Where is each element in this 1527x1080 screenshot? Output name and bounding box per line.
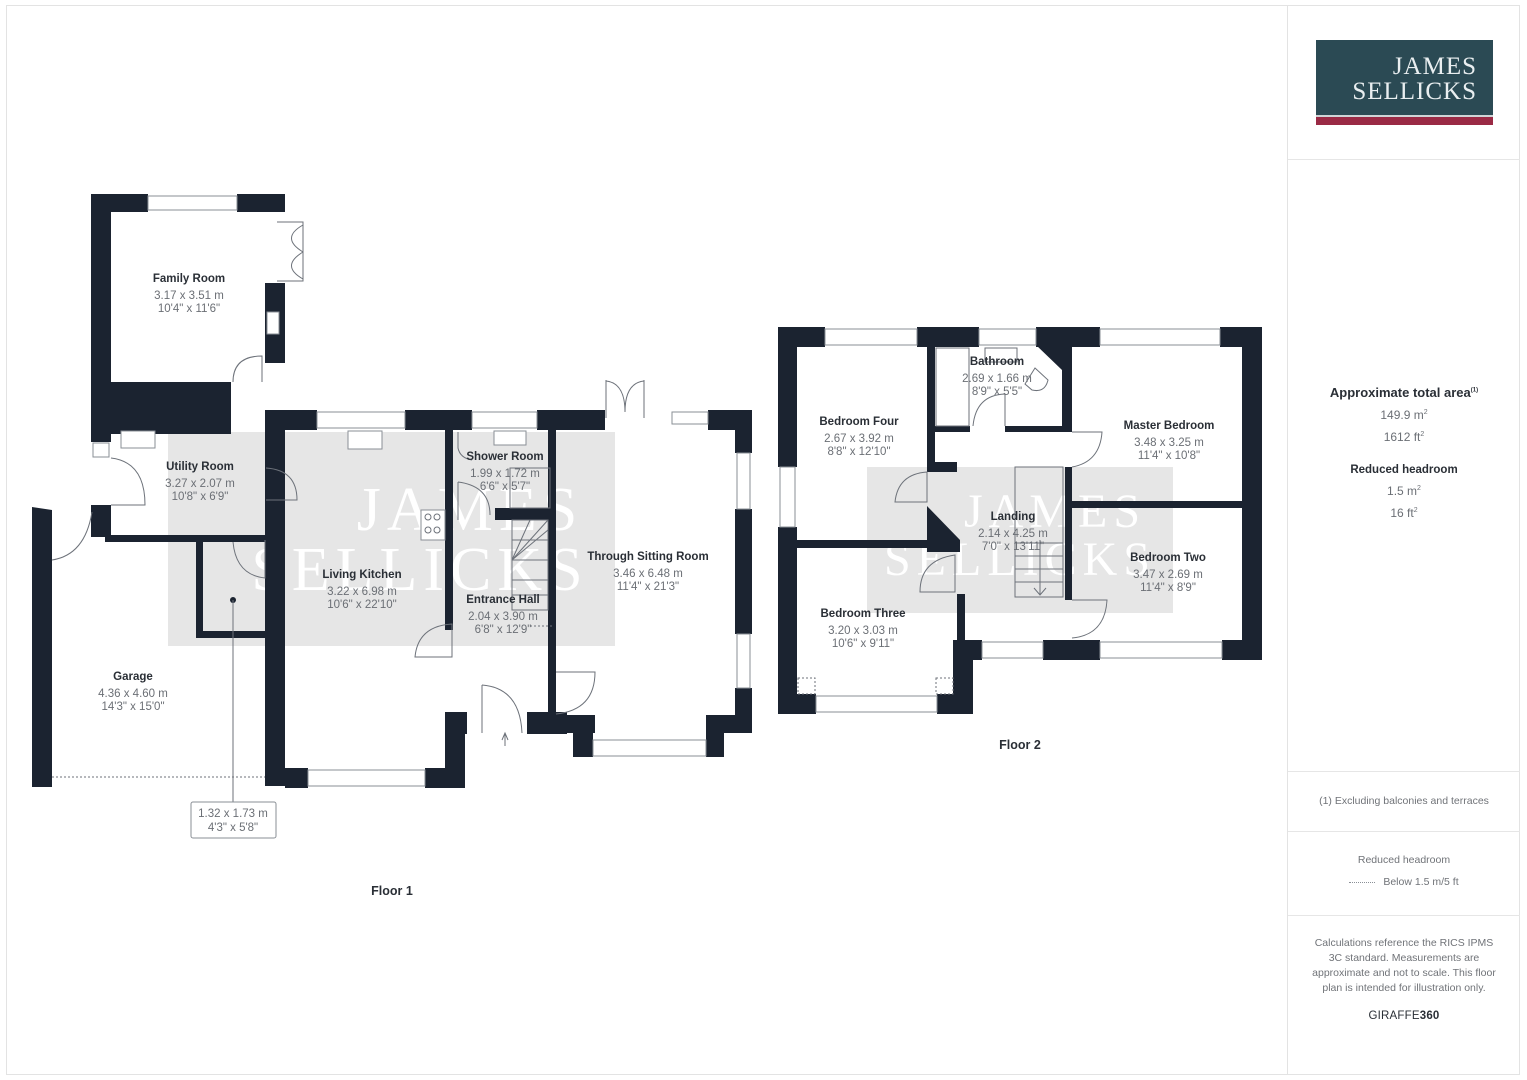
svg-text:2.04 x 3.90 m: 2.04 x 3.90 m (468, 611, 538, 623)
james-sellicks-logo: JAMES SELLICKS (1316, 40, 1493, 125)
room-utility-room: Utility Room 3.27 x 2.07 m 10'8" x 6'9" (165, 461, 235, 503)
svg-text:Landing: Landing (991, 511, 1036, 523)
floor-1-label: Floor 1 (371, 884, 413, 898)
svg-text:Master Bedroom: Master Bedroom (1124, 420, 1215, 432)
room-bedroom-four: Bedroom Four 2.67 x 3.92 m 8'8" x 12'10" (819, 416, 899, 458)
svg-text:Family Room: Family Room (153, 273, 225, 285)
logo-accent-bar (1316, 117, 1493, 125)
floor-1-labels: Family Room 3.17 x 3.51 m 10'4" x 11'6" … (98, 273, 709, 898)
giraffe360-brand: GIRAFFE360 (1368, 1010, 1440, 1022)
svg-text:4.36 x 4.60 m: 4.36 x 4.60 m (98, 688, 168, 700)
svg-text:Bedroom Two: Bedroom Two (1130, 552, 1206, 564)
svg-text:4'3" x 5'8": 4'3" x 5'8" (208, 822, 258, 834)
logo-line-1: JAMES (1392, 53, 1477, 80)
svg-text:Utility Room: Utility Room (166, 461, 234, 473)
total-area-title: Approximate total area(1) (1329, 385, 1479, 400)
svg-text:JAMES: JAMES (964, 485, 1146, 538)
legend-item: Below 1.5 m/5 ft (1288, 875, 1520, 890)
legend-section: Reduced headroom Below 1.5 m/5 ft (1288, 832, 1520, 916)
floor-1-fixtures (51, 195, 751, 802)
svg-text:10'8" x 6'9": 10'8" x 6'9" (172, 491, 229, 503)
svg-text:6'6" x 5'7": 6'6" x 5'7" (480, 481, 530, 493)
svg-text:10'6" x 9'11": 10'6" x 9'11" (832, 638, 894, 650)
info-sidebar: JAMES SELLICKS Approximate total area(1)… (1287, 5, 1520, 1075)
svg-text:Shower Room: Shower Room (466, 451, 543, 463)
room-living-kitchen: Living Kitchen 3.22 x 6.98 m 10'6" x 22'… (322, 569, 401, 611)
svg-text:Living Kitchen: Living Kitchen (322, 569, 401, 581)
svg-text:11'4" x 8'9": 11'4" x 8'9" (1140, 582, 1196, 594)
legend-title: Reduced headroom (1357, 854, 1451, 866)
floor-1-walls (32, 194, 752, 788)
svg-text:Garage: Garage (113, 671, 153, 683)
floor-2-fixtures (779, 328, 1223, 713)
svg-text:Through Sitting Room: Through Sitting Room (587, 551, 708, 563)
area-section: Approximate total area(1) 149.9 m2 1612 … (1288, 160, 1520, 772)
svg-text:Bathroom: Bathroom (970, 356, 1024, 368)
floor-2-labels: Bedroom Four 2.67 x 3.92 m 8'8" x 12'10"… (819, 356, 1214, 752)
reduced-headroom-m2: 1.5 m2 (1387, 484, 1421, 498)
svg-text:11'4" x 10'8": 11'4" x 10'8" (1138, 450, 1200, 462)
svg-text:3.17 x 3.51 m: 3.17 x 3.51 m (154, 290, 224, 302)
watermark-floor-2: JAMES SELLICKS (867, 467, 1173, 613)
svg-text:3.46 x 6.48 m: 3.46 x 6.48 m (613, 568, 683, 580)
reduced-headroom-title: Reduced headroom (1350, 464, 1458, 476)
svg-text:1.99 x 1.72 m: 1.99 x 1.72 m (470, 468, 540, 480)
room-through-sitting-room: Through Sitting Room 3.46 x 6.48 m 11'4"… (587, 551, 708, 593)
svg-text:Bedroom Three: Bedroom Three (821, 608, 906, 620)
svg-text:14'3" x 15'0": 14'3" x 15'0" (101, 701, 164, 713)
svg-text:11'4" x 21'3": 11'4" x 21'3" (617, 581, 679, 593)
room-master-bedroom: Master Bedroom 3.48 x 3.25 m 11'4" x 10'… (1124, 420, 1215, 462)
svg-text:10'6" x 22'10": 10'6" x 22'10" (327, 599, 396, 611)
room-bedroom-three: Bedroom Three 3.20 x 3.03 m 10'6" x 9'11… (821, 608, 906, 650)
room-family-room: Family Room 3.17 x 3.51 m 10'4" x 11'6" (153, 273, 225, 315)
room-garage: Garage 4.36 x 4.60 m 14'3" x 15'0" (98, 671, 168, 713)
footnote-text: (1) Excluding balconies and terraces (1319, 795, 1489, 807)
svg-text:6'8" x 12'9": 6'8" x 12'9" (475, 624, 532, 636)
footnote-section: (1) Excluding balconies and terraces (1288, 772, 1520, 832)
room-landing: Landing 2.14 x 4.25 m 7'0" x 13'11" (978, 511, 1048, 553)
page-frame (6, 5, 1520, 1075)
room-bathroom: Bathroom 2.69 x 1.66 m 8'9" x 5'5" (962, 356, 1032, 398)
total-area-m2: 149.9 m2 (1380, 408, 1428, 422)
svg-text:3.48 x 3.25 m: 3.48 x 3.25 m (1134, 437, 1204, 449)
svg-text:10'4" x 11'6": 10'4" x 11'6" (158, 303, 220, 315)
logo-section: JAMES SELLICKS (1288, 5, 1520, 160)
floor-plan-canvas: .w { fill:#1b2330; } .ln { stroke:#6d727… (32, 194, 1262, 898)
room-shower-room: Shower Room 1.99 x 1.72 m 6'6" x 5'7" (466, 451, 543, 493)
svg-text:3.27 x 2.07 m: 3.27 x 2.07 m (165, 478, 235, 490)
svg-text:Entrance Hall: Entrance Hall (466, 594, 540, 606)
svg-text:3.20 x 3.03 m: 3.20 x 3.03 m (828, 625, 898, 637)
svg-text:2.14 x 4.25 m: 2.14 x 4.25 m (978, 528, 1048, 540)
floor-2-walls (778, 327, 1262, 714)
dotted-line-icon (1349, 881, 1376, 883)
room-bedroom-two: Bedroom Two 3.47 x 2.69 m 11'4" x 8'9" (1130, 552, 1206, 594)
svg-text:1.32 x 1.73 m: 1.32 x 1.73 m (198, 808, 268, 820)
reduced-headroom-ft2: 16 ft2 (1390, 506, 1418, 520)
svg-text:8'8" x 12'10": 8'8" x 12'10" (827, 446, 890, 458)
svg-text:8'9" x 5'5": 8'9" x 5'5" (972, 386, 1022, 398)
svg-text:Bedroom Four: Bedroom Four (819, 416, 899, 428)
svg-text:2.67 x 3.92 m: 2.67 x 3.92 m (824, 433, 894, 445)
room-entrance-hall: Entrance Hall 2.04 x 3.90 m 6'8" x 12'9" (466, 594, 540, 636)
svg-text:3.47 x 2.69 m: 3.47 x 2.69 m (1133, 569, 1203, 581)
disclaimer-section: Calculations reference the RICS IPMS 3C … (1288, 916, 1520, 1075)
total-area-ft2: 1612 ft2 (1383, 430, 1425, 444)
disclaimer-text: Calculations reference the RICS IPMS 3C … (1312, 937, 1496, 994)
svg-text:3.22 x 6.98 m: 3.22 x 6.98 m (327, 586, 397, 598)
svg-text:7'0" x 13'11": 7'0" x 13'11" (982, 541, 1044, 553)
logo-line-2: SELLICKS (1352, 78, 1477, 105)
svg-text:2.69 x 1.66 m: 2.69 x 1.66 m (962, 373, 1032, 385)
reduced-headroom-callout: 1.32 x 1.73 m 4'3" x 5'8" (190, 801, 277, 839)
floor-2-label: Floor 2 (999, 738, 1041, 752)
